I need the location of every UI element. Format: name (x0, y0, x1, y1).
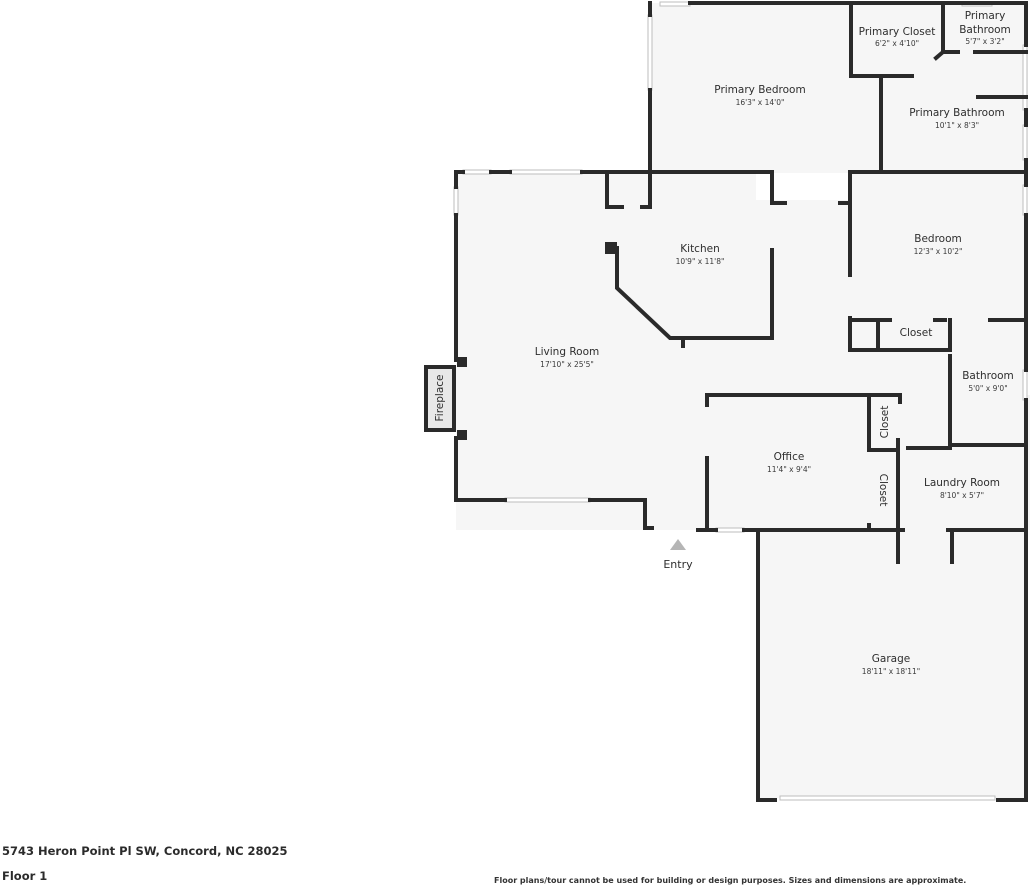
room-dimensions: 17'10" x 25'5" (540, 360, 594, 369)
entry-label: Entry (663, 558, 693, 571)
room-name: Living Room (535, 346, 599, 358)
room-dimensions: 5'7" x 3'2" (965, 37, 1004, 46)
room-dimensions: 18'11" x 18'11" (862, 667, 920, 676)
room-primary-closet: Primary Closet 6'2" x 4'10" (859, 26, 936, 48)
room-name: Closet (879, 406, 891, 439)
floor-label: Floor 1 (2, 869, 48, 883)
room-dimensions: 8'10" x 5'7" (940, 491, 984, 500)
room-name: Closet (900, 327, 933, 339)
room-name: Laundry Room (924, 477, 1000, 489)
room-dimensions: 11'4" x 9'4" (767, 465, 811, 474)
room-office-closet-upper: Closet (879, 406, 891, 439)
property-address: 5743 Heron Point Pl SW, Concord, NC 2802… (2, 844, 288, 858)
room-kitchen: Kitchen 10'9" x 11'8" (676, 243, 725, 266)
room-bedroom-closet: Closet (900, 327, 933, 339)
room-name: Fireplace (434, 375, 446, 422)
room-primary-bathroom: Primary Bathroom 10'1" x 8'3" (909, 107, 1004, 130)
room-garage: Garage 18'11" x 18'11" (862, 653, 920, 676)
walls (424, 1, 1028, 802)
room-laundry-room: Laundry Room 8'10" x 5'7" (924, 477, 1000, 500)
floor-fills (427, 3, 1030, 798)
room-dimensions: 10'1" x 8'3" (935, 121, 979, 130)
room-name: Office (774, 451, 805, 463)
room-bedroom: Bedroom 12'3" x 10'2" (914, 233, 963, 256)
room-dimensions: 16'3" x 14'0" (736, 98, 785, 107)
room-living-room: Living Room 17'10" x 25'5" (535, 346, 599, 369)
room-name: Primary Bedroom (714, 84, 805, 96)
windows (453, 1, 1028, 801)
room-name: Kitchen (680, 243, 719, 255)
entry-arrow-icon (670, 539, 686, 550)
room-office: Office 11'4" x 9'4" (767, 451, 811, 474)
room-name: Closet (877, 474, 889, 507)
room-name-line2: Bathroom (959, 24, 1011, 36)
room-primary-bedroom: Primary Bedroom 16'3" x 14'0" (714, 84, 805, 107)
fireplace-hatch (428, 369, 452, 428)
room-name: Primary Bathroom (909, 107, 1004, 119)
room-name: Garage (872, 653, 910, 665)
room-name: Bedroom (914, 233, 962, 245)
room-primary-bathroom-small: Primary Bathroom 5'7" x 3'2" (959, 10, 1011, 46)
room-name-line1: Primary (965, 10, 1006, 22)
disclaimer: Floor plans/tour cannot be used for buil… (494, 876, 967, 885)
room-dimensions: 12'3" x 10'2" (914, 247, 963, 256)
room-fireplace: Fireplace (434, 375, 446, 422)
room-name: Bathroom (962, 370, 1014, 382)
room-dimensions: 10'9" x 11'8" (676, 257, 725, 266)
room-dimensions: 6'2" x 4'10" (875, 39, 919, 48)
room-dimensions: 5'0" x 9'0" (968, 384, 1007, 393)
room-name: Primary Closet (859, 26, 936, 38)
room-office-closet-lower: Closet (877, 474, 889, 507)
room-bathroom: Bathroom 5'0" x 9'0" (962, 370, 1014, 393)
